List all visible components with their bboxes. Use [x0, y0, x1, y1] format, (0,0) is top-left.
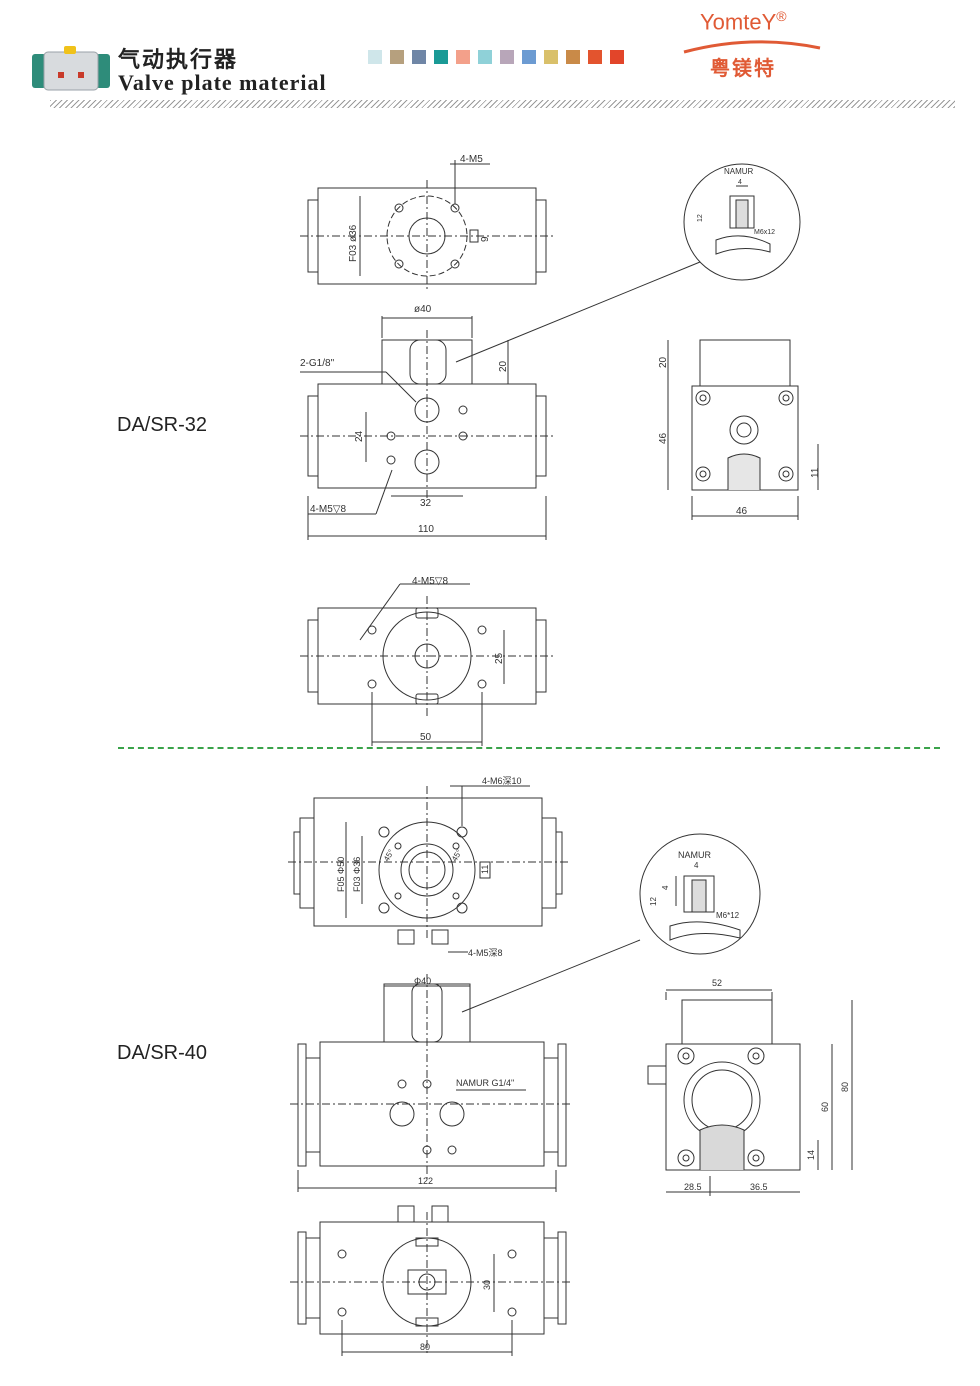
drawing-da-sr-40: 4-M6深10 F05 Φ50 F03 Φ36 45° 45° 11 4-M5深…: [288, 776, 853, 1356]
bolt-size: 4-M6: [482, 776, 503, 786]
dim-bottom-v-40: 30: [482, 1280, 492, 1290]
color-swatch: [412, 50, 426, 64]
dim-top-bolt-40: 4-M6深10: [482, 776, 522, 786]
color-swatch: [588, 50, 602, 64]
side-height-40: 80: [840, 1082, 850, 1092]
color-swatch: [522, 50, 536, 64]
dim-bottom-h-32: 50: [420, 732, 432, 743]
bottom-view-32: [300, 583, 556, 746]
namur-height-32: 12: [697, 214, 704, 222]
color-swatch: [434, 50, 448, 64]
dim-bottom-h-40: 80: [420, 1342, 430, 1352]
depth-symbol: ▽: [333, 504, 341, 515]
header-rule: [50, 100, 955, 108]
tap-depth: 8: [341, 504, 347, 515]
namur-title-32: NAMUR: [724, 167, 754, 176]
tap-size: 4-M5: [468, 948, 489, 958]
depth-symbol: ▽: [435, 576, 443, 587]
color-swatch: [566, 50, 580, 64]
color-swatch-strip: [368, 50, 624, 64]
brand-logo-text: YomteY®: [700, 8, 787, 35]
registered-mark: ®: [776, 8, 787, 24]
dim-top-tap-40: 4-M5深8: [468, 948, 503, 958]
dim-top-pcd-32: F03 ø36: [348, 224, 359, 262]
actuator-product-icon: [32, 46, 110, 91]
dim-length-40: 122: [418, 1176, 433, 1186]
dim-top-pcd-inner-40: F03 Φ36: [352, 857, 362, 892]
depth-symbol: 深: [489, 948, 498, 958]
tap-depth: 8: [498, 948, 503, 958]
namur-title-40: NAMUR: [678, 850, 711, 860]
color-swatch: [390, 50, 404, 64]
side-width-40: 52: [712, 978, 722, 988]
brand-chinese: 粤镁特: [710, 56, 776, 80]
title-english: Valve plate material: [118, 70, 327, 95]
namur-screw-32: M6x12: [754, 229, 775, 236]
title-chinese: 气动执行器: [118, 48, 239, 73]
dim-hole-v-32: 24: [354, 430, 365, 442]
side-slot-40: 14: [806, 1150, 816, 1160]
namur-screw-40: M6*12: [716, 911, 740, 920]
dim-top-angle-right-40: 45°: [450, 848, 464, 863]
side-height-32: 46: [658, 432, 669, 444]
namur-detail-32: [455, 163, 801, 363]
model-label-40: DA/SR-40: [117, 1042, 208, 1064]
tap-size: 4-M5: [310, 504, 333, 515]
side-top-32: 20: [658, 356, 669, 368]
side-left-40: 28.5: [684, 1182, 702, 1192]
dim-length-32: 110: [418, 524, 434, 535]
dim-boss-width-32: ø40: [414, 304, 432, 315]
brand-swoosh-icon: [683, 40, 821, 54]
bolt-depth: 10: [512, 776, 522, 786]
namur-height-40: 12: [649, 897, 658, 906]
namur-width-32: 4: [738, 179, 742, 186]
side-right-40: 36.5: [750, 1182, 768, 1192]
dim-bottom-tap-32: 4-M5▽8: [310, 504, 347, 515]
page-header: 气动执行器 Valve plate material YomteY® 粤镁特: [0, 0, 980, 110]
top-view-32: [300, 160, 556, 292]
bottom-view-40: [290, 1205, 570, 1356]
dim-hole-h-32: 32: [420, 498, 432, 509]
dim-top-bolt-32: 4-M5: [460, 154, 483, 165]
dim-namur-port-40: NAMUR G1/4": [456, 1078, 514, 1088]
dim-bottom-v-32: 25: [494, 652, 505, 664]
color-swatch: [368, 50, 382, 64]
section-divider: [118, 747, 940, 749]
color-swatch: [478, 50, 492, 64]
color-swatch: [456, 50, 470, 64]
side-slot-32: 11: [810, 467, 821, 478]
dim-boss-height-32: 20: [498, 360, 509, 372]
side-width-32: 46: [736, 506, 748, 517]
side-mid-40: 60: [820, 1102, 830, 1112]
dim-top-pcd-outer-40: F05 Φ50: [336, 857, 346, 892]
drawing-da-sr-32: 4-M5 F03 ø36 9 ø40 2-G1/8" 20 24 32 4-M5…: [300, 154, 821, 746]
model-label-32: DA/SR-32: [117, 414, 208, 436]
front-view-40: [290, 939, 641, 1192]
bolt-size: 4-M5: [412, 576, 435, 587]
color-swatch: [544, 50, 558, 64]
color-swatch: [610, 50, 624, 64]
top-view-40: [288, 785, 568, 953]
dim-top-square-40: 11: [480, 865, 490, 874]
namur-width-40: 4: [694, 861, 699, 870]
dim-top-angle-left-40: 45°: [382, 848, 396, 863]
side-view-32: [667, 339, 819, 520]
depth-symbol: 深: [503, 776, 512, 786]
side-view-40: [647, 989, 853, 1196]
namur-depth-40: 4: [661, 885, 670, 890]
dim-top-square-32: 9: [480, 236, 491, 242]
bolt-depth: 8: [443, 576, 449, 587]
dim-port-32: 2-G1/8": [300, 358, 335, 369]
dim-boss-width-40: Φ40: [414, 976, 431, 986]
front-view-32: [300, 316, 556, 540]
namur-detail-40: [639, 833, 761, 955]
color-swatch: [500, 50, 514, 64]
brand-name: YomteY: [700, 9, 777, 35]
dim-bottom-bolt-32: 4-M5▽8: [412, 576, 449, 587]
